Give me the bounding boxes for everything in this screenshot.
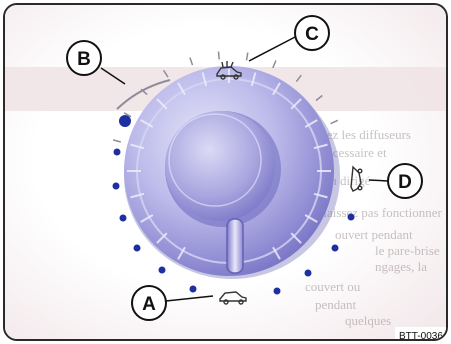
background-text-line: ngages, la bbox=[375, 259, 427, 274]
callout-b: B bbox=[67, 41, 101, 75]
scale-tick bbox=[219, 52, 220, 60]
position-dot bbox=[114, 149, 121, 156]
figure-code: BTT-0036 bbox=[399, 331, 443, 341]
position-dot bbox=[119, 115, 131, 127]
position-dot bbox=[348, 214, 355, 221]
background-text-line: quelques bbox=[345, 313, 391, 328]
background-text-line: ouvert pendant bbox=[335, 227, 413, 242]
callout-d: D bbox=[388, 164, 422, 198]
callout-a-label: A bbox=[142, 294, 156, 315]
position-dot bbox=[274, 288, 281, 295]
figure-frame: Ouvrez les diffuseurs ue nécessaire et c… bbox=[3, 3, 448, 341]
callout-b-label: B bbox=[77, 49, 91, 70]
position-dot bbox=[120, 215, 127, 222]
figure-canvas: Ouvrez les diffuseurs ue nécessaire et c… bbox=[5, 5, 448, 341]
callout-a: A bbox=[132, 286, 166, 320]
callout-c-label: C bbox=[305, 24, 319, 45]
callout-c: C bbox=[295, 16, 329, 50]
background-text-line: pendant bbox=[315, 297, 357, 312]
position-dot bbox=[159, 267, 166, 274]
background-text-line: couvert ou bbox=[305, 279, 361, 294]
callout-leader-d bbox=[369, 180, 388, 181]
position-dot bbox=[305, 270, 312, 277]
knob-pointer bbox=[227, 219, 243, 273]
background-text-line: le pare-brise bbox=[375, 243, 440, 258]
position-dot bbox=[113, 183, 120, 190]
position-dot bbox=[190, 286, 197, 293]
position-dot bbox=[134, 245, 141, 252]
position-dot bbox=[332, 245, 339, 252]
callout-d-label: D bbox=[398, 172, 412, 193]
